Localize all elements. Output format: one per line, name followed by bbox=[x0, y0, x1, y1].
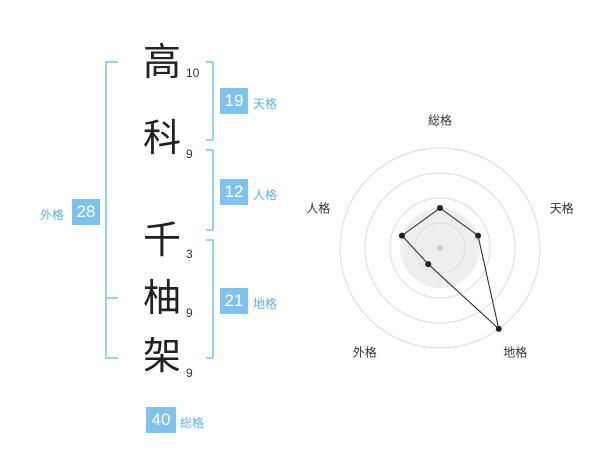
radar-axis-label-5: 人格 bbox=[306, 201, 331, 216]
stroke-count-2: 9 bbox=[186, 147, 193, 161]
jinkaku-label: 人格 bbox=[253, 188, 278, 202]
radar-axis-label-1: 総格 bbox=[427, 113, 453, 128]
radar-ring bbox=[414, 222, 466, 274]
radar-point-5 bbox=[398, 232, 405, 239]
chikaku-value: 21 bbox=[220, 288, 248, 314]
radar-point-4 bbox=[425, 261, 432, 268]
radar-axis-label-3: 地格 bbox=[503, 345, 528, 360]
radar-point-3 bbox=[495, 325, 502, 332]
name-char-2: 科 bbox=[142, 116, 181, 160]
stroke-count-5: 9 bbox=[186, 366, 193, 380]
radar-ring bbox=[364, 172, 516, 324]
tenkaku-label: 天格 bbox=[253, 97, 278, 111]
name-char-1: 高 bbox=[142, 40, 181, 84]
gaikaku-label: 外格 bbox=[40, 208, 65, 222]
radar-axis-label-2: 天格 bbox=[549, 201, 574, 216]
soukaku-value: 40 bbox=[146, 407, 176, 433]
tenkaku-value: 19 bbox=[220, 88, 248, 114]
stroke-count-1: 10 bbox=[186, 66, 200, 80]
radar-series-line bbox=[401, 207, 500, 331]
name-char-5: 架 bbox=[142, 334, 181, 378]
radar-point-1 bbox=[437, 205, 443, 211]
radar-ring bbox=[389, 197, 491, 299]
chikaku-label: 地格 bbox=[253, 297, 278, 311]
radar-center-dot bbox=[437, 245, 443, 251]
jinkaku-value: 12 bbox=[220, 179, 248, 205]
gaikaku-value: 28 bbox=[72, 199, 100, 225]
stroke-count-3: 3 bbox=[186, 247, 193, 261]
radar-axis-label-4: 外格 bbox=[352, 345, 377, 360]
stroke-count-4: 9 bbox=[186, 306, 193, 320]
name-char-3: 千 bbox=[142, 218, 181, 262]
radar-ring bbox=[339, 147, 541, 349]
soukaku-label: 総格 bbox=[180, 416, 205, 430]
name-char-4: 柚 bbox=[142, 276, 181, 320]
radar-point-2 bbox=[475, 232, 482, 239]
